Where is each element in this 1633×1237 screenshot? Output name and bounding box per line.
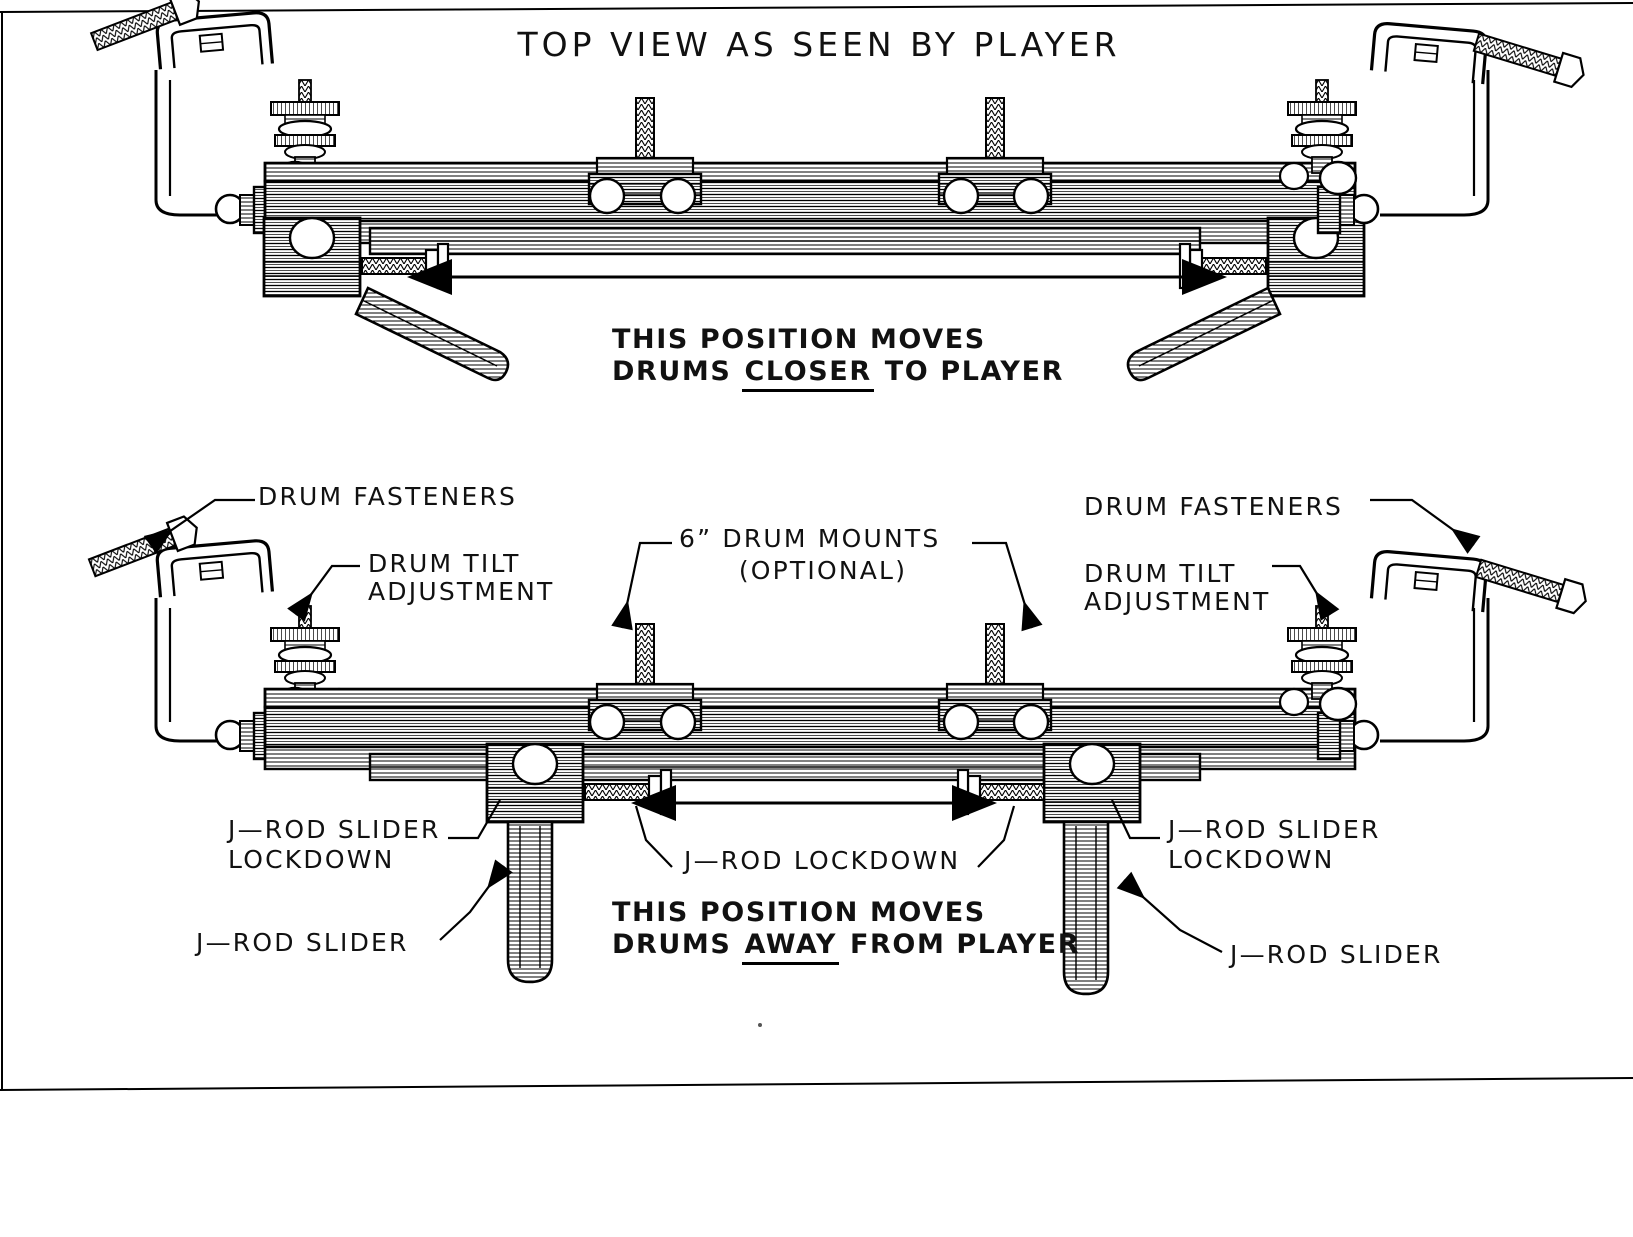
- upper-assembly: [89, 0, 1585, 382]
- inner-slide-rail-upper: [368, 226, 1202, 256]
- j-rod-slider-lockdown-right-upper: [1266, 216, 1366, 298]
- tilt-ball-right-upper: [1278, 160, 1358, 196]
- j-rod-left-upper: [354, 286, 510, 382]
- callout-drum-mounts-line-2: (OPTIONAL): [738, 556, 908, 585]
- page-title: TOP VIEW AS SEEN BY PLAYER: [517, 25, 1121, 64]
- slot-bolt-heads-upper: [588, 177, 1050, 215]
- callout-j-rod-slider-lockdown-left-line-2: LOCKDOWN: [228, 845, 395, 874]
- callout-j-rod-slider-lockdown-left-line-1: J—ROD SLIDER: [228, 815, 441, 844]
- j-rod-slider-lockdown-left-upper: [262, 216, 362, 298]
- tilt-ball-right-lower: [1278, 686, 1358, 722]
- tilt-hinge-right-lower: [1316, 711, 1380, 761]
- tilt-hinge-right-upper: [1316, 185, 1380, 235]
- callout-j-rod-slider-lockdown-right-line-1: J—ROD SLIDER: [1168, 815, 1381, 844]
- callout-j-rod-lockdown-center: J—ROD LOCKDOWN: [684, 846, 961, 875]
- callout-drum-tilt-right-line-1: DRUM TILT: [1084, 559, 1237, 588]
- drum-fastener-left-upper: [89, 0, 275, 75]
- upper-note-line-1: THIS POSITION MOVES: [612, 324, 986, 355]
- drum-fastener-right-lower: [1369, 548, 1587, 615]
- drum-fastener-right-upper: [1369, 20, 1585, 89]
- lower-note-emphasis: AWAY: [742, 929, 839, 965]
- callout-drum-tilt-left-line-2: ADJUSTMENT: [368, 577, 555, 606]
- lower-note-suffix: FROM PLAYER: [838, 929, 1081, 960]
- scan-speck: [758, 1023, 762, 1027]
- lower-note-line-1: THIS POSITION MOVES: [612, 897, 986, 928]
- lower-note-prefix: DRUMS: [612, 929, 743, 960]
- callout-drum-tilt-right-line-2: ADJUSTMENT: [1084, 587, 1271, 616]
- drum-tilt-adjustment-right-upper: [1286, 79, 1358, 175]
- slot-bolt-heads-lower: [588, 703, 1050, 741]
- drum-tilt-adjustment-left-lower: [269, 605, 341, 701]
- callout-drum-tilt-left-line-1: DRUM TILT: [368, 549, 521, 578]
- callout-drum-mounts-line-1: 6” DRUM MOUNTS: [679, 524, 941, 553]
- scan-edge-lines: [0, 2, 1633, 1091]
- j-rod-lockdown-right-upper: [1178, 242, 1267, 290]
- j-rod-right-upper: [1126, 286, 1282, 382]
- j-rod-right-lower: [1062, 820, 1110, 996]
- callout-j-rod-slider-right: J—ROD SLIDER: [1230, 940, 1443, 969]
- j-rod-left-lower: [506, 820, 554, 984]
- drum-fastener-left-lower: [87, 515, 275, 603]
- upper-note-line-2: DRUMS CLOSER TO PLAYER: [612, 356, 1064, 392]
- j-rod-slider-lockdown-left-lower: [485, 742, 585, 824]
- upper-note-emphasis: CLOSER: [742, 356, 874, 392]
- callout-j-rod-slider-lockdown-right-line-2: LOCKDOWN: [1168, 845, 1335, 874]
- j-rod-slider-lockdown-right-lower: [1042, 742, 1142, 824]
- upper-note-prefix: DRUMS: [612, 356, 743, 387]
- callout-leader-lines: [143, 498, 1481, 953]
- drum-tilt-adjustment-right-lower: [1286, 605, 1358, 701]
- lower-note-line-2: DRUMS AWAY FROM PLAYER: [612, 929, 1080, 965]
- lower-assembly: [87, 515, 1587, 996]
- callout-j-rod-slider-left: J—ROD SLIDER: [196, 928, 409, 957]
- drum-tilt-adjustment-left-upper: [269, 79, 341, 175]
- upper-note-suffix: TO PLAYER: [873, 356, 1065, 387]
- callout-drum-fasteners-left: DRUM FASTENERS: [258, 482, 518, 511]
- callout-drum-fasteners-right: DRUM FASTENERS: [1084, 492, 1344, 521]
